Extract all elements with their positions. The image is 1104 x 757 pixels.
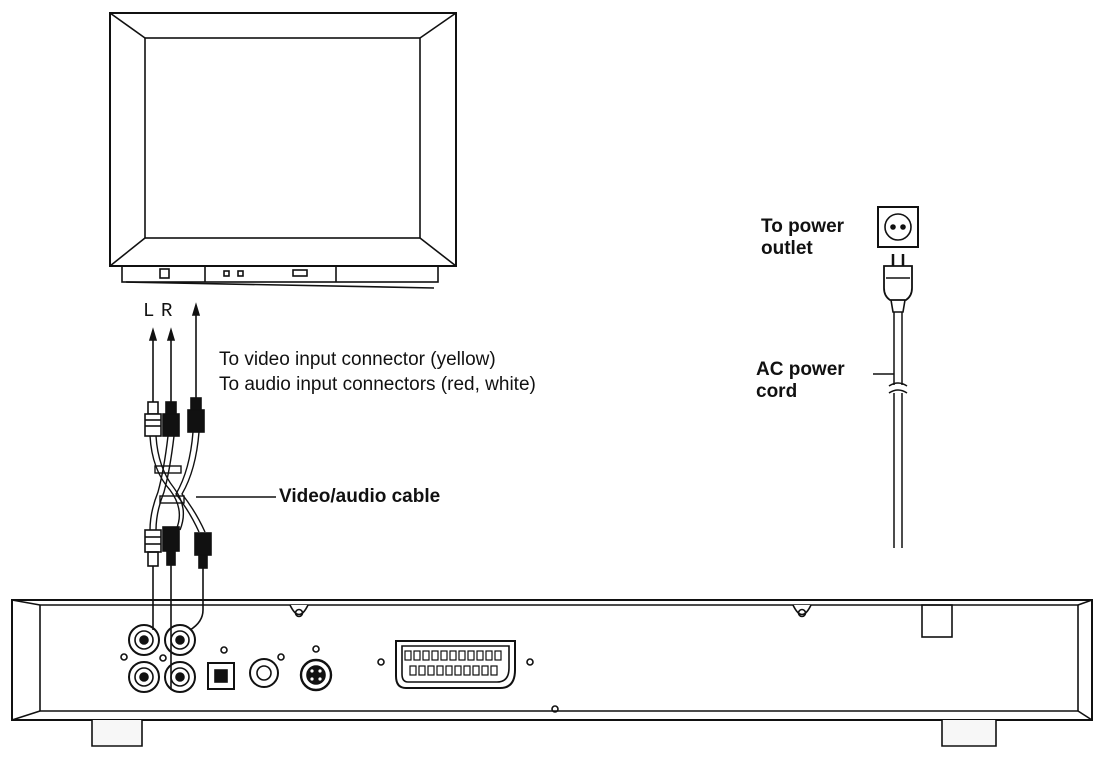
ac-power-cord [873,312,908,548]
power-plug-icon [883,254,913,313]
power-outlet-icon [877,206,919,248]
s-video-output [299,645,333,692]
label-channel-left: L [143,300,155,322]
label-cord-line2: cord [756,381,798,402]
label-audio-input: To audio input connectors (red, white) [219,374,536,395]
label-cord-line1: AC power [756,359,845,380]
dvd-player-rear-panel [11,599,1093,747]
coaxial-output [249,653,285,688]
label-outlet-line2: outlet [761,238,813,259]
jack-wires [152,565,204,690]
label-outlet-line1: To power [761,216,845,237]
optical-output [207,646,235,690]
screw-hole [551,705,559,713]
label-channel-right: R [161,300,173,322]
cable-top-plugs [144,397,205,437]
cable-bottom-plugs [144,526,212,569]
label-video-audio-cable: Video/audio cable [279,486,441,507]
scart-pins-bottom [409,665,498,676]
input-arrows [148,302,201,402]
scart-pins-top [404,650,502,661]
rca-jacks [120,624,196,693]
scart-connector [377,640,534,689]
television-icon [109,12,457,289]
label-video-input: To video input connector (yellow) [219,349,496,370]
cable-body [149,431,276,533]
